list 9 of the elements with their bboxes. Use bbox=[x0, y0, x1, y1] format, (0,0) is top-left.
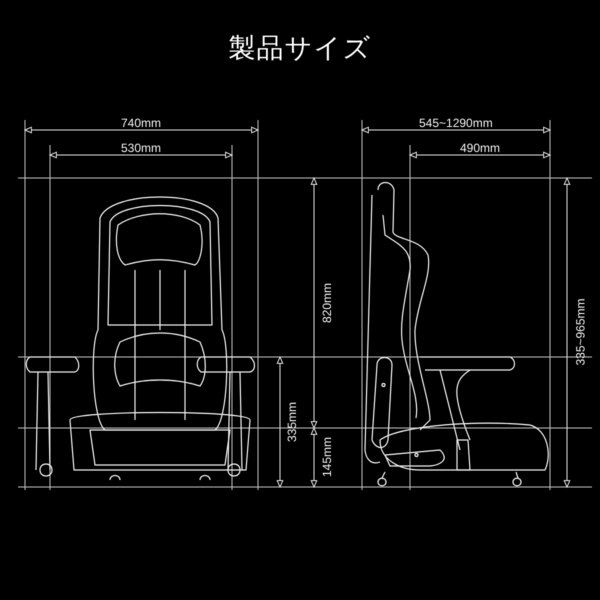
page-title: 製品サイズ bbox=[228, 32, 372, 66]
dimension-label: 335~965mm bbox=[573, 298, 588, 366]
dimension-label: 145mm bbox=[320, 437, 334, 477]
dimension-label: 820mm bbox=[320, 283, 334, 323]
dimension-label: 530mm bbox=[121, 141, 162, 155]
dimension-label: 335mm bbox=[285, 402, 299, 442]
dimension-label: 545~1290mm bbox=[419, 116, 493, 130]
dimension-label: 740mm bbox=[121, 116, 162, 130]
dimension-label: 490mm bbox=[460, 141, 500, 155]
